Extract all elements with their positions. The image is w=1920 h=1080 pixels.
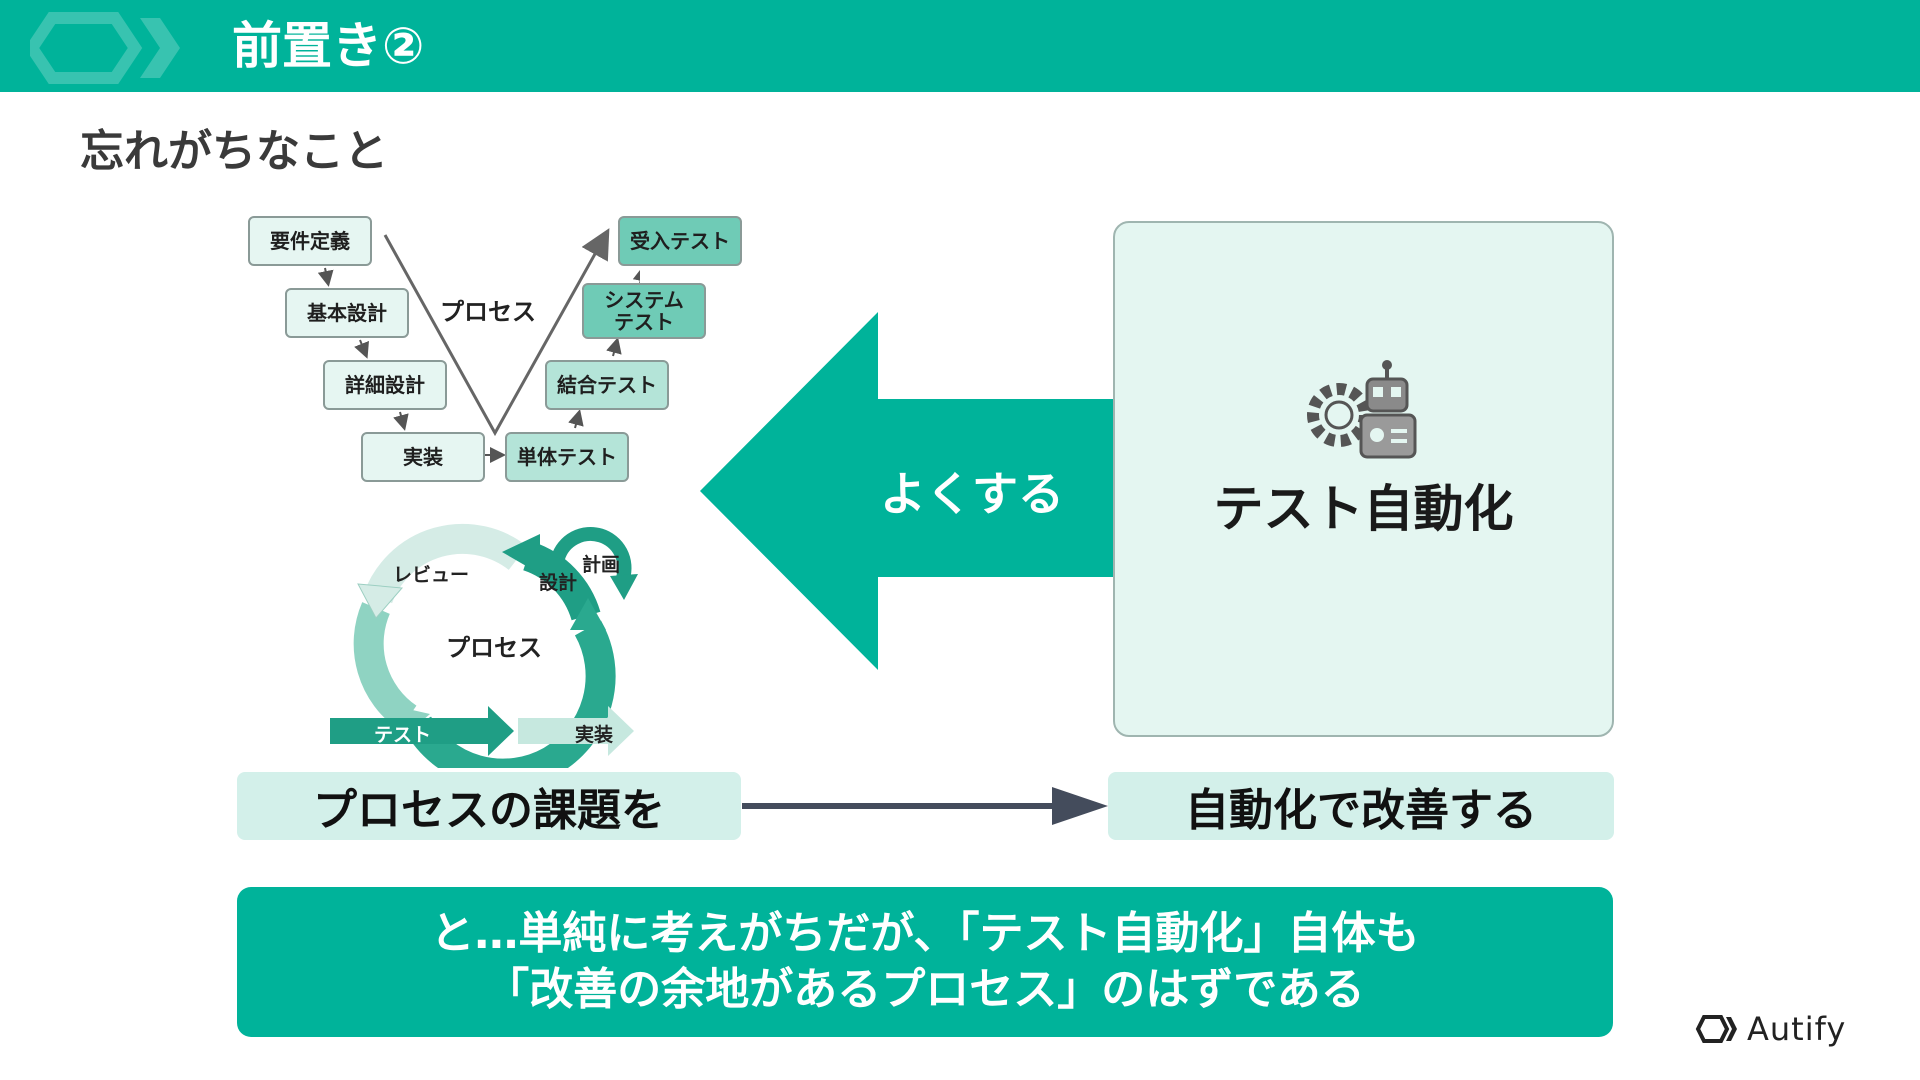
page-title: 前置き② [232,17,425,75]
pill-connector-arrow [742,787,1108,825]
banner-line-1: と…単純に考えがちだが、「テスト自動化」自体も [430,908,1420,959]
v-step-acceptance-test: 受入テスト [618,216,742,266]
cycle-label-review: レビュー [393,564,470,586]
v-model-connectors [317,228,640,463]
v-step-basic-design: 基本設計 [285,288,409,338]
cycle-label-implement: 実装 [575,724,614,746]
cycle-center-label: プロセス [446,634,542,662]
autify-hexagon-icon [30,12,180,84]
cycle-label-design: 設計 [539,572,578,594]
gear-robot-icon [1307,360,1417,459]
test-automation-panel: テスト自動化 [1113,221,1614,737]
cycle-label-plan: 計画 [582,554,621,576]
v-step-detailed-design: 詳細設計 [323,360,447,410]
improve-arrow [700,312,1142,670]
v-step-unit-test: 単体テスト [505,432,629,482]
cycle-label-test: テスト [374,724,432,746]
v-step-integration-test: 結合テスト [545,360,669,410]
improve-arrow-label: よくする [880,467,1064,521]
conclusion-banner: と…単純に考えがちだが、「テスト自動化」自体も 「改善の余地があるプロセス」のは… [237,887,1613,1037]
test-automation-title: テスト自動化 [1213,480,1514,538]
v-model-center-label: プロセス [440,298,536,326]
autify-brand: Autify [1695,1010,1846,1048]
pill-process-issues: プロセスの課題を [237,772,741,840]
section-subtitle: 忘れがちなこと [80,126,388,177]
banner-line-2: 「改善の余地があるプロセス」のはずである [485,964,1365,1015]
brand-name: Autify [1747,1010,1847,1048]
pill-improve-automation: 自動化で改善する [1108,772,1614,840]
v-step-implementation: 実装 [361,432,485,482]
autify-logo-icon [1695,1015,1737,1043]
header-bar: 前置き② [0,0,1920,92]
v-step-system-test: システム テスト [582,283,706,339]
process-cycle-diagram [330,523,638,768]
v-step-requirements: 要件定義 [248,216,372,266]
